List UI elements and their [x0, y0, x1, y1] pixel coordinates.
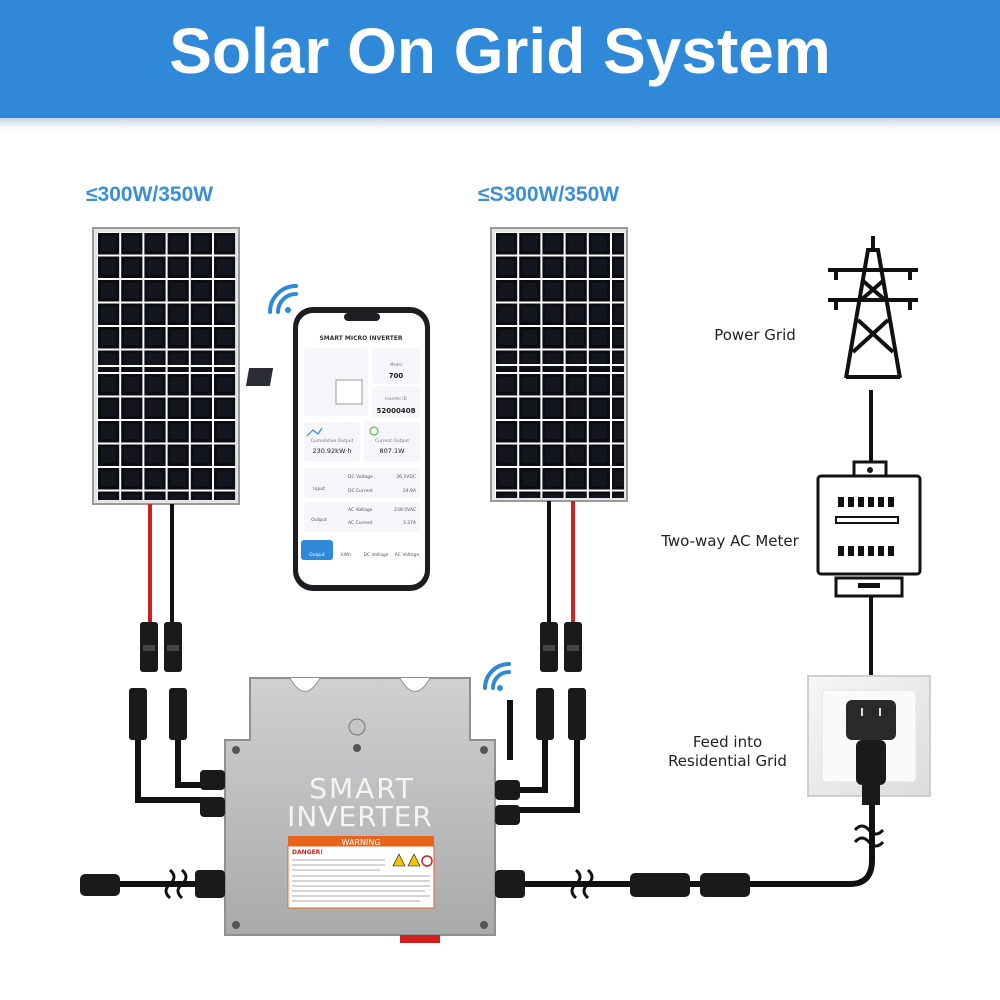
phone-ac-current-label: AC Current [348, 520, 373, 526]
solar-panel-2 [490, 227, 628, 502]
feed-label-line1: Feed into [692, 733, 763, 751]
phone-current-value: 807.1W [379, 447, 405, 455]
phone-ac-current-value: 3.37A [403, 520, 417, 526]
meter-label: Two-way AC Meter [661, 532, 799, 550]
mc4-connectors-2 [540, 622, 582, 672]
phone-dc-voltage-value: 36.1VDC [396, 474, 416, 480]
phone-model-label: Model [390, 362, 402, 367]
phone-current-label: Current Output [375, 438, 409, 444]
phone-dc-current-value: 24.9A [403, 488, 417, 494]
phone-ac-voltage-value: 239.5VAC [394, 507, 416, 513]
power-tower-icon [828, 236, 918, 379]
ac-connectors [80, 873, 750, 897]
phone-header: SMART MICRO INVERTER [319, 335, 402, 342]
title-banner [0, 0, 1000, 118]
wifi-signal-phone-icon [268, 284, 298, 314]
phone-output-label: Output [311, 517, 327, 523]
phone-cumulative-value: 230.92kW·h [312, 447, 351, 455]
mc4-connectors-lower [129, 688, 586, 740]
phone-dc-current-label: DC Current [348, 488, 373, 494]
phone-inverter-id-value: 52000408 [377, 407, 416, 415]
inverter-unit: SMART INVERTER WARNING DANGER! [195, 677, 525, 943]
inverter-line2: INVERTER [287, 800, 433, 833]
warning-header [288, 836, 434, 846]
panel-2-label: ≤S300W/350W [478, 183, 620, 206]
warning-text: WARNING [341, 838, 380, 847]
smartphone: SMART MICRO INVERTER Model 700 Inverter … [245, 307, 430, 591]
two-way-meter-icon [816, 460, 922, 598]
phone-tab-output: Output [309, 552, 325, 558]
danger-text: DANGER! [292, 849, 323, 856]
phone-dc-voltage-label: DC Voltage [348, 474, 373, 480]
feed-label-line2: Residential Grid [668, 752, 787, 770]
power-grid-label: Power Grid [714, 326, 796, 344]
phone-cumulative-label: Cumulative Output [311, 438, 354, 444]
wifi-signal-inverter-icon [483, 662, 511, 691]
phone-tab-ac-voltage: AC Voltage [395, 552, 420, 558]
page-title: Solar On Grid System [169, 15, 831, 87]
wall-socket-icon [807, 675, 931, 805]
panel-1-wires [148, 504, 174, 622]
cable-break-symbols [164, 824, 885, 900]
phone-tab-dc-voltage: DC Voltage [364, 552, 389, 558]
banner-shadow [0, 118, 1000, 130]
warning-label [287, 845, 435, 909]
phone-inverter-id-label: Inverter ID [385, 396, 406, 401]
phone-model-value: 700 [389, 372, 404, 380]
mc4-connectors-1 [140, 622, 182, 672]
phone-tab-kwh: kWh [341, 552, 351, 558]
phone-ac-voltage-label: AC Voltage [348, 507, 373, 513]
phone-input-label: Input [313, 486, 325, 492]
solar-panel-1 [92, 227, 240, 505]
panel-1-label: ≤300W/350W [86, 183, 214, 206]
panel-2-wires [547, 501, 575, 622]
inverter-line1: SMART [309, 772, 415, 805]
